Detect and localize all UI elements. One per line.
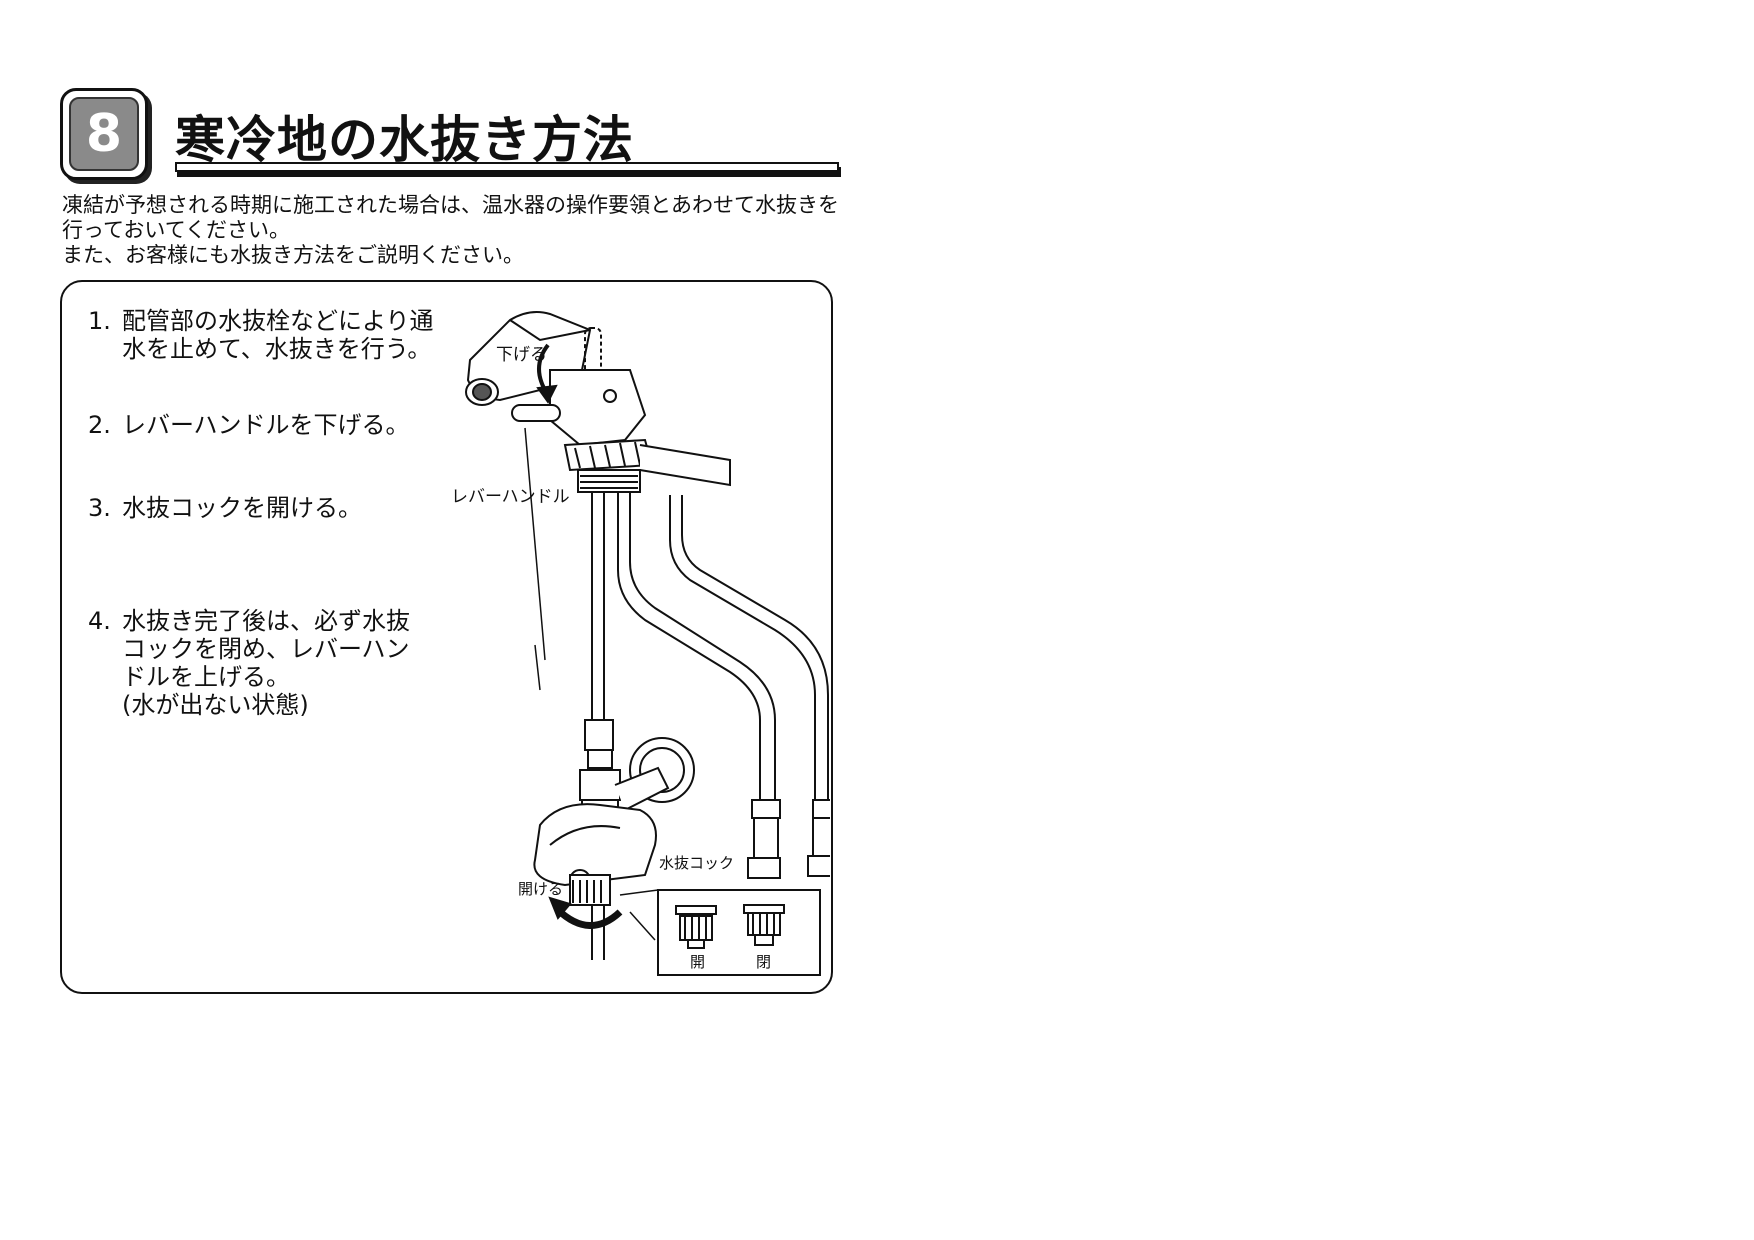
stop-valve-illustration — [533, 737, 695, 906]
step-text: 水抜き完了後は、必ず水抜 — [122, 607, 410, 635]
step-number: 2. — [88, 411, 111, 439]
faucet-drain-diagram: 下げる レバーハンドル 水抜コック 開ける 開 閉 — [451, 311, 830, 976]
step-text: コックを閉め、レバーハン — [122, 635, 410, 663]
leader-line — [629, 911, 656, 941]
cock-closed-icon — [743, 904, 785, 946]
leader-line — [524, 427, 546, 661]
title-underline — [175, 162, 839, 172]
pipe-fittings-illustration — [747, 799, 830, 879]
intro-line: また、お客様にも水抜き方法をご説明ください。 — [62, 243, 524, 267]
intro-text: 凍結が予想される時期に施工された場合は、温水器の操作要領とあわせて水抜きを 行っ… — [62, 193, 852, 268]
label-lower: 下げる — [496, 345, 547, 365]
lever-raised-outline — [584, 327, 602, 379]
intro-line: 凍結が予想される時期に施工された場合は、温水器の操作要領とあわせて水抜きを — [62, 193, 839, 217]
section-number: 8 — [69, 97, 139, 171]
step-text: 水抜コックを開ける。 — [122, 494, 362, 522]
step-text: 水を止めて、水抜きを行う。 — [122, 335, 432, 363]
section-number-badge: 8 — [60, 88, 148, 180]
label-lever-handle: レバーハンドル — [451, 487, 570, 507]
section-title: 寒冷地の水抜き方法 — [175, 111, 634, 169]
step-text: 配管部の水抜栓などにより通 — [122, 307, 434, 335]
leader-line — [534, 644, 541, 691]
step-number: 1. — [88, 307, 111, 335]
step-text: ドルを上げる。 — [122, 663, 290, 691]
step-2: 2. レバーハンドルを下げる。 — [88, 411, 410, 439]
step-number: 3. — [88, 494, 111, 522]
step-text: (水が出ない状態) — [122, 691, 309, 719]
cock-open-icon — [675, 905, 717, 949]
step-number: 4. — [88, 607, 111, 635]
label-drain-cock: 水抜コック — [659, 854, 734, 872]
rotate-arrow-icon — [555, 907, 623, 929]
step-3: 3. 水抜コックを開ける。 — [88, 494, 362, 522]
valve-body-illustration — [511, 343, 731, 493]
label-closed: 閉 — [756, 953, 771, 971]
intro-line: 行っておいてください。 — [62, 218, 291, 242]
step-1: 1. 配管部の水抜栓などにより通 水を止めて、水抜きを行う。 — [88, 307, 434, 363]
step-text: レバーハンドルを下げる。 — [122, 411, 410, 439]
lever-handle-shape — [511, 404, 561, 422]
label-open: 開 — [690, 953, 705, 971]
leader-line — [619, 889, 659, 896]
step-4: 4. 水抜き完了後は、必ず水抜 コックを閉め、レバーハン ドルを上げる。 (水が出… — [88, 607, 410, 719]
instruction-panel — [60, 280, 833, 994]
label-open-action: 開ける — [518, 880, 563, 898]
